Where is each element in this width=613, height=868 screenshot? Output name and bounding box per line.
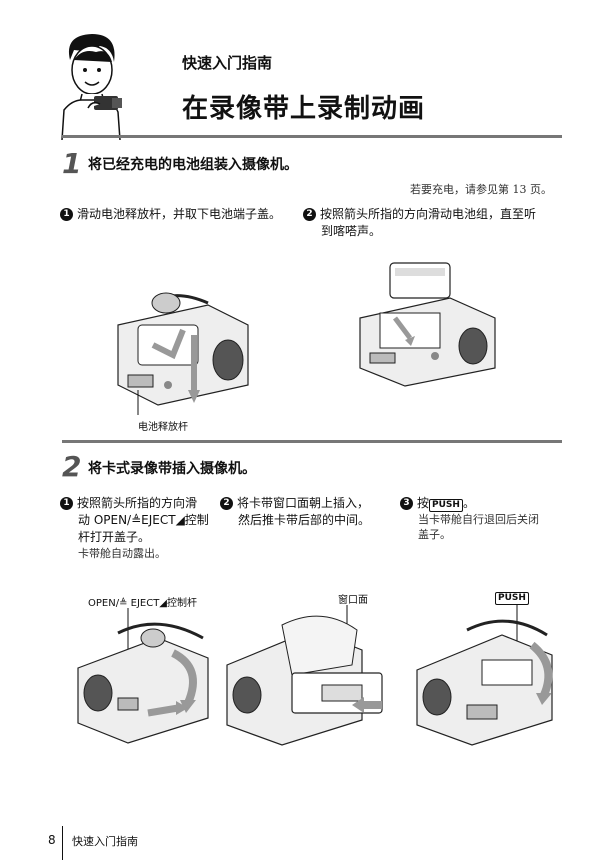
insert-cassette-illustration bbox=[226, 605, 383, 746]
instruction-text-line2: 到喀嗒声。 bbox=[321, 224, 382, 238]
battery-release-lever-label: 电池释放杆 bbox=[138, 422, 188, 433]
instruction-subnote-line2: 盖子。 bbox=[418, 528, 451, 541]
circled-number: 1 bbox=[60, 497, 73, 510]
instruction-text-line2: 然后推卡带后部的中间。 bbox=[238, 513, 371, 527]
divider bbox=[62, 135, 562, 138]
instruction-text: 按 bbox=[417, 496, 430, 510]
person-with-camcorder-illustration bbox=[61, 34, 122, 141]
battery-insert-illustration bbox=[359, 262, 496, 387]
circled-number: 2 bbox=[220, 497, 233, 510]
push-button-label: PUSH bbox=[429, 499, 463, 512]
instruction-subnote: 当卡带舱自行退回后关闭 bbox=[418, 513, 539, 526]
step-2-number: 2 bbox=[62, 450, 82, 483]
page-title: 在录像带上录制动画 bbox=[182, 94, 426, 124]
instruction-text: 将卡带窗口面朝上插入， bbox=[237, 496, 370, 510]
step-1-instruction-1: 1 滑动电池释放杆，并取下电池端子盖。 bbox=[60, 206, 310, 223]
close-cover-illustration bbox=[416, 605, 553, 746]
footer-section: 快速入门指南 bbox=[72, 835, 138, 848]
footer-divider bbox=[62, 826, 63, 860]
open-cover-illustration bbox=[77, 608, 209, 744]
step-1-instruction-2: 2 按照箭头所指的方向滑动电池组，直至听 到喀嗒声。 bbox=[303, 206, 573, 240]
window-side-label: 窗口面 bbox=[338, 595, 368, 606]
section-title: 快速入门指南 bbox=[182, 54, 273, 72]
step-2-heading: 将卡式录像带插入摄像机。 bbox=[88, 461, 256, 477]
page-number: 8 bbox=[48, 833, 56, 847]
battery-removal-illustration bbox=[117, 292, 249, 415]
instruction-text: 滑动电池释放杆，并取下电池端子盖。 bbox=[77, 207, 282, 221]
step-1-heading: 将已经充电的电池组装入摄像机。 bbox=[88, 157, 298, 173]
instruction-text: 按照箭头所指的方向滑 bbox=[77, 496, 198, 510]
instruction-punct: 。 bbox=[462, 496, 475, 510]
open-eject-lever-label: OPEN/≜ EJECT◢控制杆 bbox=[88, 598, 197, 609]
charging-note: 若要充电，请参见第 13 页。 bbox=[410, 183, 552, 196]
circled-number: 1 bbox=[60, 208, 73, 221]
push-label: PUSH bbox=[495, 592, 529, 605]
step-2-instruction-1: 1 按照箭头所指的方向滑 动 OPEN/≜EJECT◢控制 杆打开盖子。 卡带舱自… bbox=[60, 495, 220, 561]
push-callout: PUSH bbox=[495, 592, 529, 605]
instruction-subnote: 卡带舱自动露出。 bbox=[78, 547, 166, 560]
circled-number: 2 bbox=[303, 208, 316, 221]
divider bbox=[62, 440, 562, 443]
instruction-text-line2: 动 OPEN/≜EJECT◢控制 bbox=[78, 513, 209, 527]
step-2-instruction-2: 2 将卡带窗口面朝上插入， 然后推卡带后部的中间。 bbox=[220, 495, 390, 529]
circled-number: 3 bbox=[400, 497, 413, 510]
instruction-text-line3: 杆打开盖子。 bbox=[78, 530, 151, 544]
step-1-number: 1 bbox=[62, 147, 82, 180]
instruction-text: 按照箭头所指的方向滑动电池组，直至听 bbox=[320, 207, 537, 221]
